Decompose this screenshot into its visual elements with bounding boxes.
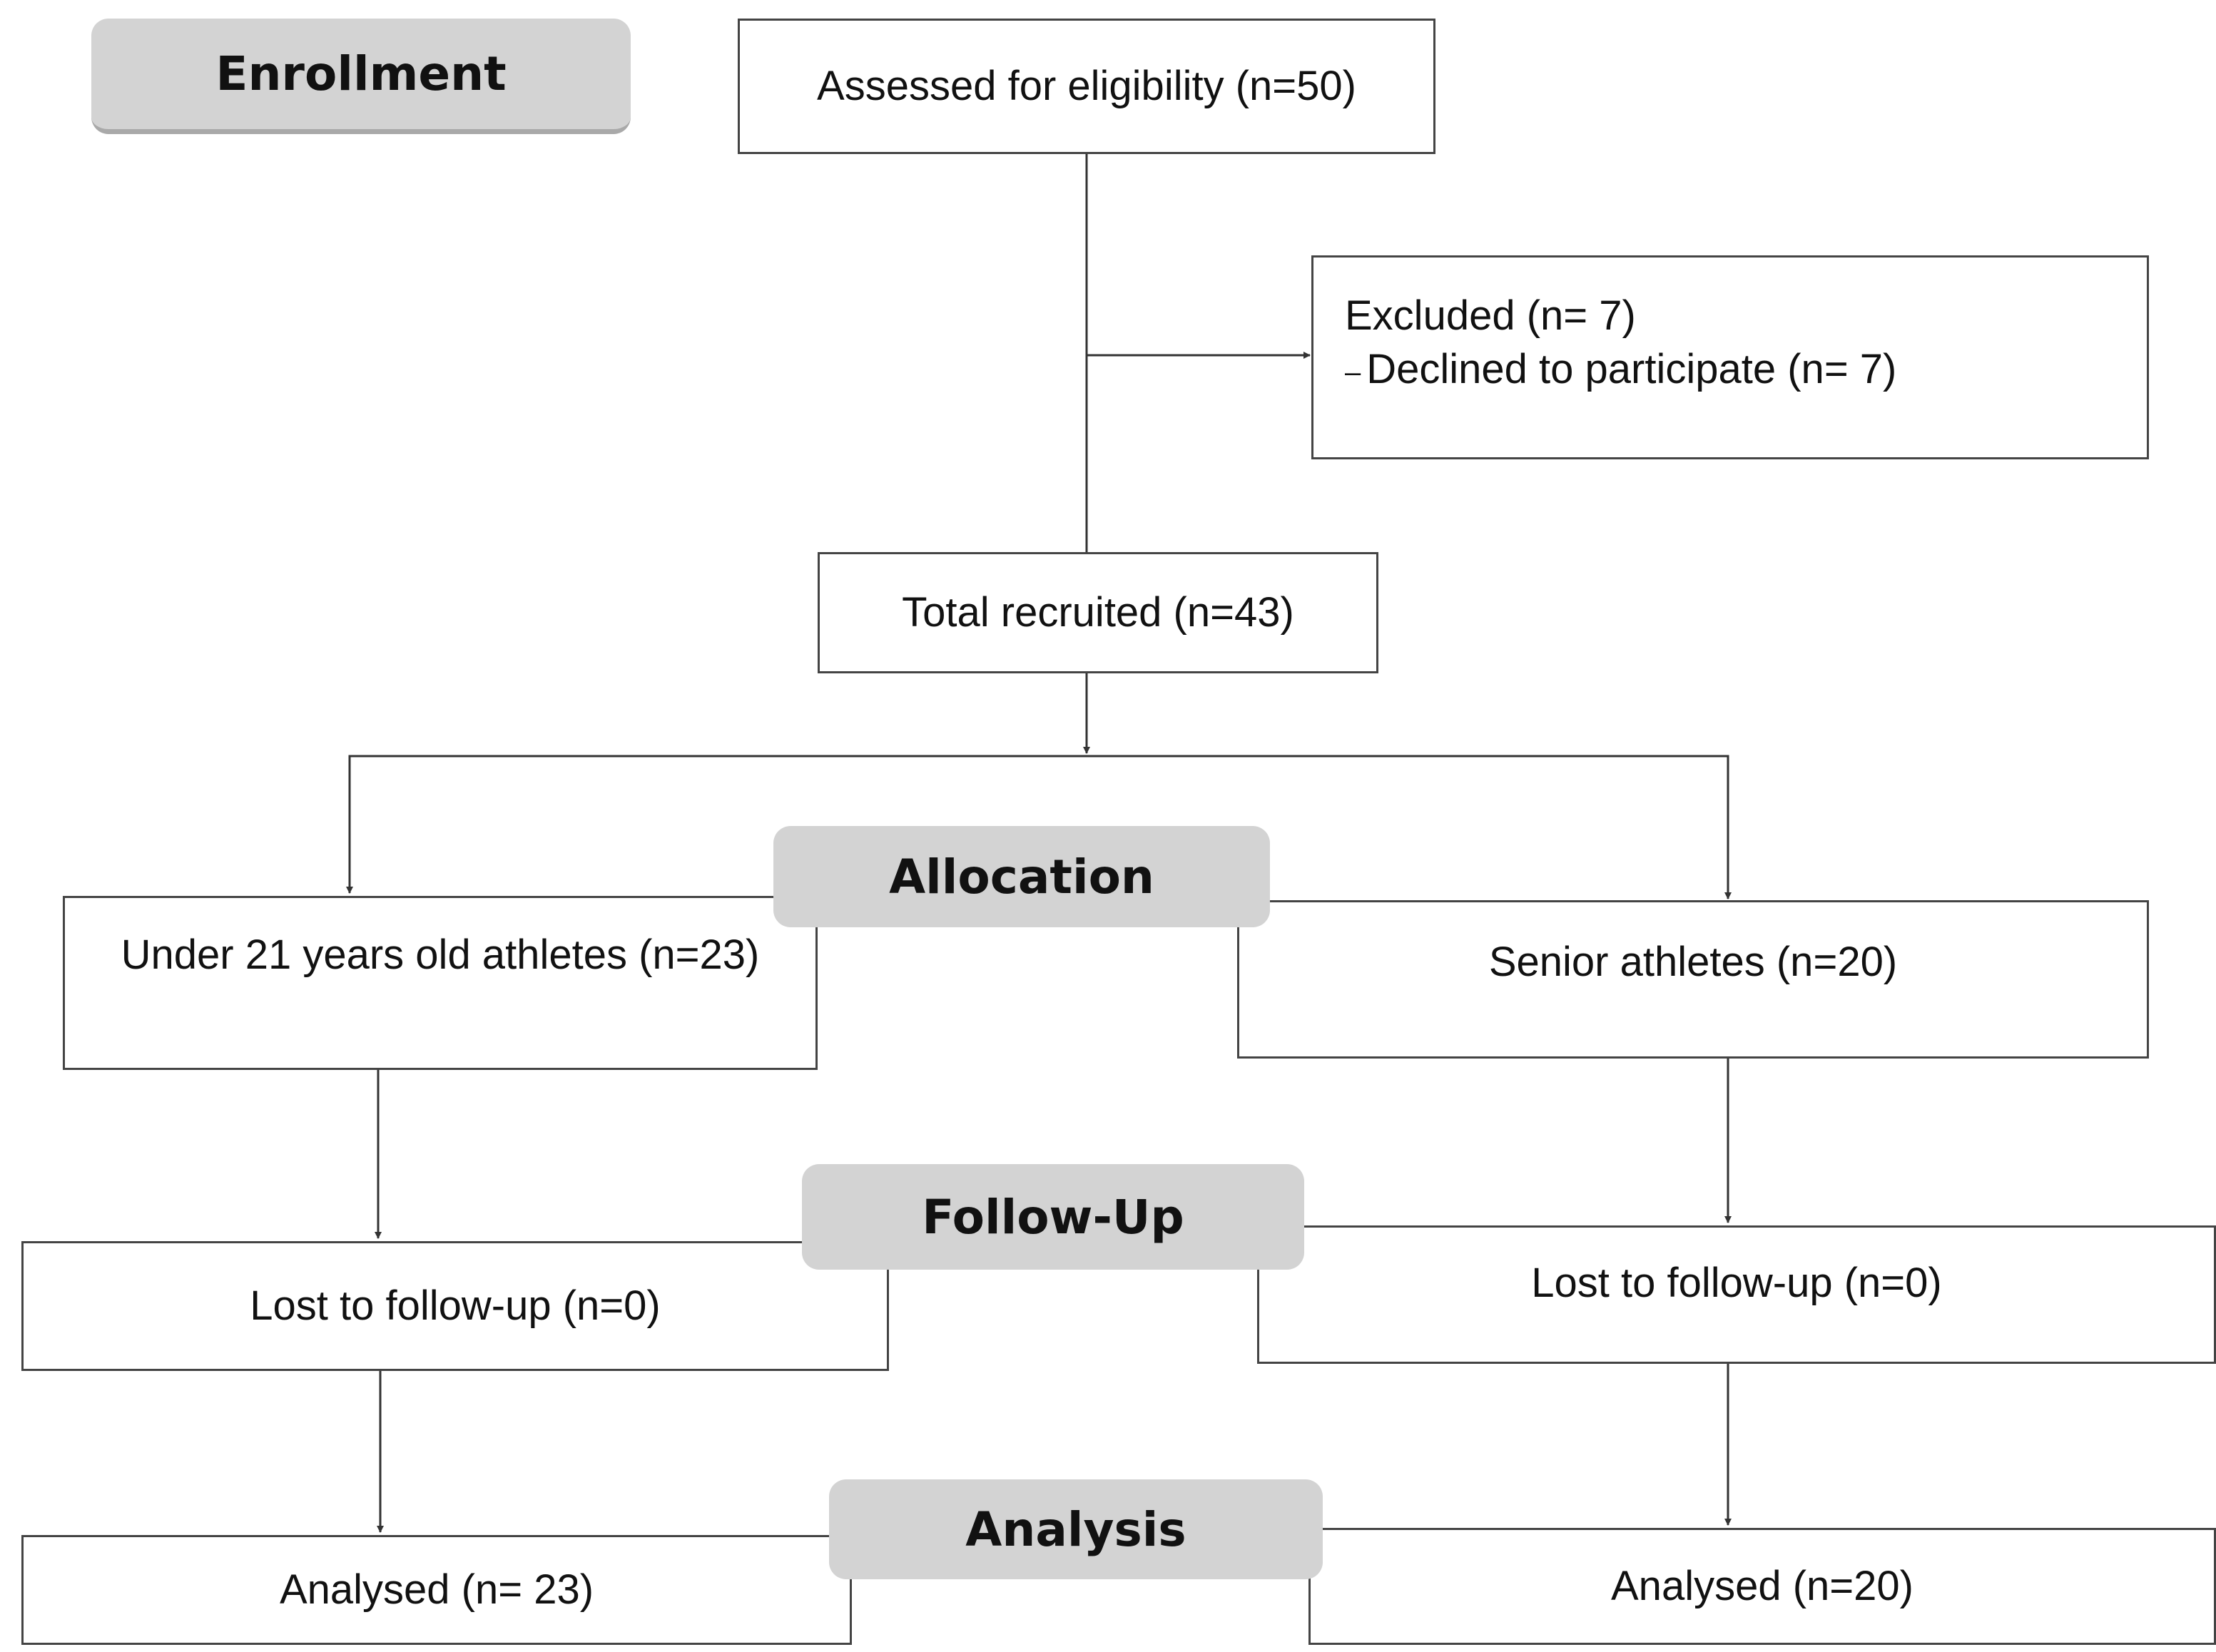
- stage-follow-up-label: Follow-Up: [922, 1189, 1184, 1245]
- right-analysis-box: Analysed (n=20): [1308, 1528, 2216, 1645]
- excluded-reason-line: –Declined to participate (n= 7): [1345, 342, 2147, 396]
- excluded-title: Excluded (n= 7): [1345, 292, 1636, 339]
- arrow-split-to-left-group: [346, 755, 1087, 894]
- assessed-text: Assessed for eligibility (n=50): [817, 63, 1356, 110]
- excluded-reason: Declined to participate (n= 7): [1366, 346, 1897, 393]
- stage-enrollment-label: Enrollment: [215, 46, 507, 101]
- right-followup-box: Lost to follow-up (n=0): [1257, 1225, 2216, 1364]
- stage-allocation: Allocation: [773, 826, 1270, 927]
- assessed-box: Assessed for eligibility (n=50): [738, 19, 1435, 154]
- stage-allocation-label: Allocation: [889, 849, 1154, 904]
- right-analysis-text: Analysed (n=20): [1611, 1563, 1913, 1610]
- left-followup-text: Lost to follow-up (n=0): [250, 1283, 661, 1330]
- arrow-split-to-right-group: [1087, 755, 1732, 899]
- stage-follow-up: Follow-Up: [802, 1164, 1304, 1270]
- excluded-dash: –: [1345, 357, 1361, 389]
- right-followup-text: Lost to follow-up (n=0): [1531, 1260, 1942, 1306]
- left-analysis-text: Analysed (n= 23): [279, 1566, 594, 1613]
- stage-enrollment: Enrollment: [91, 19, 631, 134]
- stage-analysis-label: Analysis: [965, 1501, 1186, 1557]
- left-analysis-box: Analysed (n= 23): [21, 1535, 852, 1645]
- left-allocation-text: Under 21 years old athletes (n=23): [121, 932, 760, 978]
- right-allocation-text: Senior athletes (n=20): [1488, 939, 1898, 985]
- stage-analysis: Analysis: [829, 1479, 1323, 1579]
- left-followup-box: Lost to follow-up (n=0): [21, 1241, 889, 1371]
- total-recruited-text: Total recruited (n=43): [902, 589, 1294, 636]
- left-allocation-box: Under 21 years old athletes (n=23): [63, 896, 818, 1070]
- excluded-box: Excluded (n= 7) –Declined to participate…: [1311, 255, 2149, 459]
- right-allocation-box: Senior athletes (n=20): [1237, 900, 2149, 1059]
- total-recruited-box: Total recruited (n=43): [818, 552, 1378, 673]
